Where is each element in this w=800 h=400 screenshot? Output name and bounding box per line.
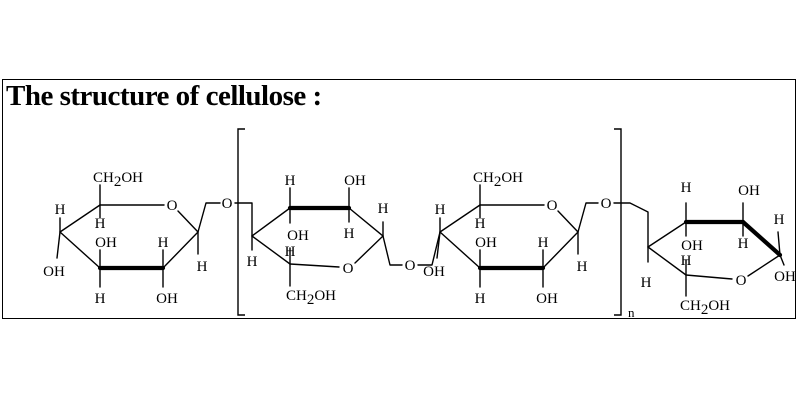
hydroxyl-label: OH [536, 291, 558, 307]
ring-bond-line [439, 204, 481, 269]
hydrogen-label: H [378, 201, 389, 217]
ring-bond-line [354, 235, 384, 264]
ring-bond-line [647, 246, 687, 276]
substituent-bond [777, 231, 781, 256]
figure-title: The structure of cellulose : [6, 80, 322, 112]
repeat-bracket-left [237, 128, 245, 316]
hydroxyl-label: OH [774, 269, 796, 285]
glycosidic-bond [234, 202, 253, 237]
glycosidic-bond [613, 202, 649, 248]
figure-frame [2, 79, 796, 319]
hydroxyl-label: OH [475, 235, 497, 251]
ring-oxygen-label: O [547, 198, 558, 214]
hydrogen-label: H [247, 254, 258, 270]
hydroxyl-label: OH [681, 238, 703, 254]
glycosidic-oxygen-label: O [601, 196, 612, 212]
hydrogen-label: H [285, 173, 296, 189]
repeat-bracket-right [614, 128, 622, 316]
hydroxyl-label: OH [738, 183, 760, 199]
ring-bond-line [348, 207, 384, 237]
ring-bond-line [251, 235, 291, 265]
ring-bond-line [747, 254, 781, 277]
glycosidic-bond [382, 235, 403, 266]
ring-bond-bold [740, 219, 783, 258]
hydrogen-label: H [435, 202, 446, 218]
glycosidic-oxygen-label: O [222, 196, 233, 212]
hydrogen-label: H [538, 235, 549, 251]
ring-bond-line [59, 204, 101, 269]
hydrogen-label: H [55, 202, 66, 218]
bonds [56, 128, 785, 316]
substituent-bond [779, 254, 785, 266]
hydrogen-label: H [681, 253, 692, 269]
ring-oxygen-label: O [167, 198, 178, 214]
ch2oh-label: CH2OH [93, 170, 143, 190]
hydrogen-label: H [95, 291, 106, 307]
ring-oxygen-label: O [343, 261, 354, 277]
hydroxyl-label: OH [43, 264, 65, 280]
glycosidic-bond [577, 202, 599, 233]
hydrogen-label: H [475, 216, 486, 232]
ring-bond-line [685, 274, 733, 280]
ch2oh-label: CH2OH [286, 288, 336, 308]
ch2oh-label: CH2OH [680, 298, 730, 318]
hydrogen-label: H [158, 235, 169, 251]
hydrogen-label: H [344, 226, 355, 242]
hydrogen-label: H [774, 212, 785, 228]
substituent-bond [56, 231, 61, 259]
hydrogen-label: H [641, 275, 652, 291]
ring-bond-line [251, 207, 291, 237]
hydrogen-label: H [475, 291, 486, 307]
hydroxyl-label: OH [423, 264, 445, 280]
hydroxyl-label: OH [344, 173, 366, 189]
hydroxyl-label: OH [95, 235, 117, 251]
hydrogen-label: H [681, 180, 692, 196]
hydrogen-label: H [285, 244, 296, 260]
glycosidic-bond [197, 202, 221, 233]
repeat-subscript-n: n [628, 305, 635, 320]
hydrogen-label: H [197, 259, 208, 275]
glycosidic-bond [417, 231, 441, 266]
ch2oh-label: CH2OH [473, 170, 523, 190]
ring-oxygen-label: O [736, 273, 747, 289]
ring-bond-line [647, 221, 687, 248]
hydrogen-label: H [95, 216, 106, 232]
hydrogen-label: H [738, 236, 749, 252]
glycosidic-oxygen-label: O [405, 258, 416, 274]
hydrogen-label: H [577, 259, 588, 275]
hydroxyl-label: OH [156, 291, 178, 307]
ring-bond-line [289, 263, 340, 268]
hydroxyl-label: OH [287, 228, 309, 244]
